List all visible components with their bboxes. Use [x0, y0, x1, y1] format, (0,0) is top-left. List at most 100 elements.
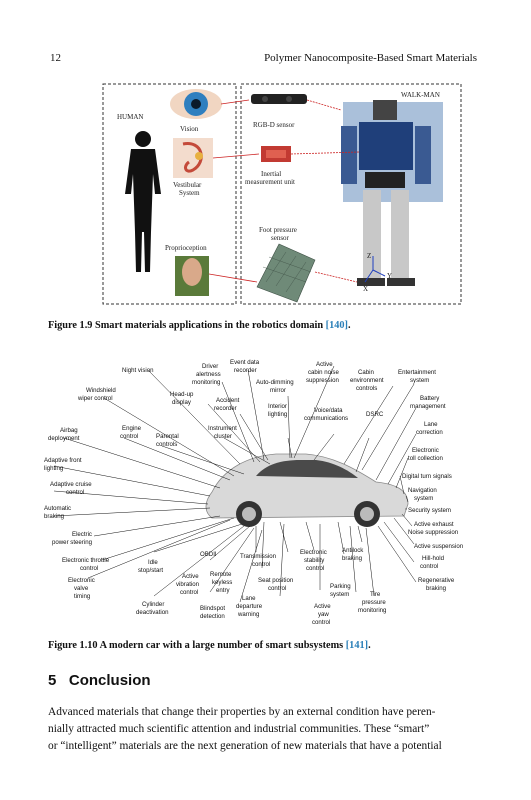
body-line: Advanced materials that change their pro… — [48, 706, 436, 718]
label-cylinder-2: deactivation — [136, 609, 169, 616]
hand-image — [175, 256, 209, 296]
figure-1-10-caption: Figure 1.10 A modern car with a large nu… — [48, 640, 371, 651]
walkman-box — [240, 83, 462, 305]
label-imu-2: measurement unit — [245, 178, 295, 186]
citation-link[interactable]: [141] — [345, 640, 369, 651]
label-windshield-1: Windshield — [86, 387, 116, 394]
citation-link[interactable]: [140] — [325, 320, 348, 331]
page-number: 12 — [50, 52, 61, 64]
ear-image — [173, 138, 213, 178]
label-active-noise-1: Active — [316, 361, 333, 368]
figure-robotics: HUMAN WALK-MAN Vision Vestibular System … — [102, 83, 462, 305]
label-proprioception: Proprioception — [165, 244, 207, 252]
label-cylinder-1: Cylinder — [142, 601, 164, 608]
label-voice-1: Voice/data — [314, 407, 343, 414]
label-regen-2: braking — [426, 585, 446, 592]
label-obdii: OBDII — [200, 551, 217, 558]
label-keyless-3: entry — [216, 587, 231, 594]
axis-y: Y — [387, 272, 392, 280]
axis-x: X — [363, 285, 368, 293]
label-vibration-2: vibration — [176, 581, 199, 588]
label-stability-2: stability — [304, 557, 325, 564]
label-airbag-2: deployment — [48, 435, 80, 442]
label-blindspot-1: Blindspot — [200, 605, 225, 612]
caption-period: . — [368, 640, 371, 651]
label-exhaust-2: Noise suppression — [408, 529, 458, 536]
axis-indicator — [364, 256, 386, 283]
label-headup-1: Head-up — [170, 391, 194, 398]
label-parking-1: Parking — [330, 583, 351, 590]
body-paragraph: Advanced materials that change their pro… — [48, 704, 480, 755]
label-headup-2: display — [172, 399, 192, 406]
label-throttle-2: control — [80, 565, 98, 572]
label-active-susp: Active suspension — [414, 543, 463, 550]
label-stability-1: Electronic — [300, 549, 327, 556]
body-line: or “intelligent” materials are the next … — [48, 740, 442, 752]
label-valve-3: timing — [74, 593, 90, 600]
label-stability-3: control — [306, 565, 324, 572]
label-valve-2: valve — [74, 585, 89, 592]
label-keyless-2: keyless — [212, 579, 232, 586]
label-lane-dep-2: departure — [236, 603, 263, 610]
label-toll-1: Electronic — [412, 447, 439, 454]
label-windshield-2: wiper control — [77, 395, 113, 402]
label-night-vision: Night vision — [122, 367, 154, 374]
label-hillhold-2: control — [420, 563, 438, 570]
label-antilock-1: Antilock — [342, 547, 364, 554]
label-antilock-2: braking — [342, 555, 362, 562]
label-vestibular-1: Vestibular — [173, 181, 202, 189]
label-cabin-env-1: Cabin — [358, 369, 374, 376]
label-vision: Vision — [180, 125, 199, 133]
callout-lines — [53, 365, 417, 603]
label-event-1: Event data — [230, 359, 260, 366]
label-battery-1: Battery — [420, 395, 440, 402]
label-instrument-2: cluster — [214, 433, 232, 440]
label-cabin-env-2: environment — [350, 377, 384, 384]
label-imu-1: Inertial — [261, 170, 281, 178]
section-number: 5 — [48, 672, 57, 689]
label-driver-1: Driver — [202, 363, 218, 370]
label-engine-2: control — [120, 433, 138, 440]
label-voice-2: communications — [304, 415, 348, 422]
label-blindspot-2: detection — [200, 613, 225, 620]
label-tire-1: Tire — [370, 591, 381, 598]
label-valve-1: Electronic — [68, 577, 95, 584]
foot-pressure-sensor-image — [256, 243, 316, 303]
label-navigation-1: Navigation — [408, 487, 437, 494]
label-toll-2: toll collection — [408, 455, 443, 462]
label-adaptive-front-1: Adaptive front — [44, 457, 82, 464]
section-title: Conclusion — [68, 672, 151, 689]
label-cruise-2: control — [66, 489, 84, 496]
label-driver-2: alertness — [196, 371, 221, 378]
label-digital-turn: Digital turn signals — [402, 473, 452, 480]
label-yaw-1: Active — [314, 603, 331, 610]
walkman-robot-image — [341, 100, 443, 286]
label-idle-2: stop/start — [138, 567, 163, 574]
label-battery-2: management — [410, 403, 446, 410]
label-lane-corr-2: correction — [416, 429, 443, 436]
label-parental-2: controls — [156, 441, 177, 448]
human-silhouette — [125, 131, 161, 272]
label-parental-1: Parental — [156, 433, 179, 440]
figure-1-9-caption: Figure 1.9 Smart materials applications … — [48, 320, 351, 331]
label-navigation-2: system — [414, 495, 433, 502]
label-event-2: recorder — [234, 367, 257, 374]
label-parking-2: system — [330, 591, 349, 598]
running-title: Polymer Nanocomposite-Based Smart Materi… — [264, 52, 477, 64]
label-engine-1: Engine — [122, 425, 142, 432]
label-walkman: WALK-MAN — [401, 91, 440, 99]
label-tire-2: pressure — [362, 599, 386, 606]
eye-image — [170, 89, 222, 119]
label-active-noise-3: suppression — [306, 377, 339, 384]
rgbd-sensor-image — [251, 94, 307, 104]
label-seat-2: control — [268, 585, 286, 592]
label-rgbd: RGB-D sensor — [253, 121, 295, 129]
label-seat-1: Seat position — [258, 577, 293, 584]
label-vibration-3: control — [180, 589, 198, 596]
label-vibration-1: Active — [182, 573, 199, 580]
label-entertain-1: Entertainment — [398, 369, 436, 376]
label-accident-2: recorder — [214, 405, 237, 412]
label-autodim-2: mirror — [270, 387, 286, 394]
label-power-steer-2: power steering — [52, 539, 92, 546]
